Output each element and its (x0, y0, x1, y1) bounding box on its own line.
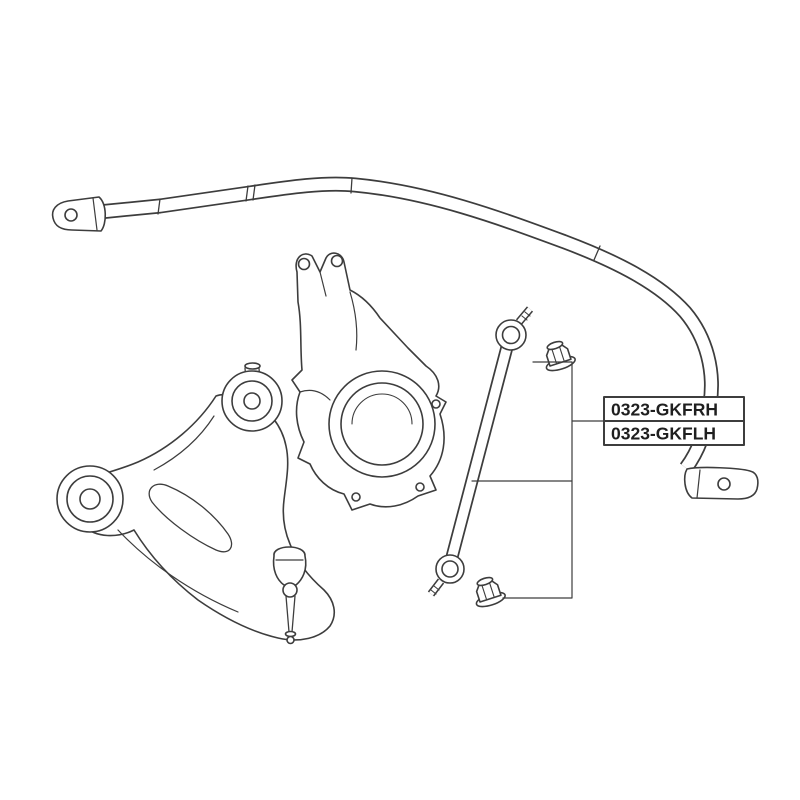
hub-bore-arc (351, 393, 413, 425)
ball-joint-boot (272, 546, 307, 586)
stabilizer-link (427, 306, 534, 597)
knuckle-bolt-hole (431, 399, 441, 409)
tube-collar-mark (350, 177, 353, 194)
tube-collar-mark (252, 184, 256, 201)
link-top-socket-inner (501, 325, 521, 345)
ball-stud-ball (282, 582, 298, 598)
rear-bushing (221, 362, 283, 432)
stabilizer-bar-left-bracket (51, 196, 107, 232)
control-arm-cutout (148, 483, 233, 553)
front-bushing (56, 465, 124, 533)
flange-nut-upper (545, 340, 576, 372)
part-number-callout: 0323-GKFRH 0323-GKFLH (603, 396, 745, 446)
knuckle-detail-line (299, 389, 331, 401)
bracket-crease (92, 197, 98, 231)
tube-collar-mark (157, 198, 161, 215)
steering-knuckle (291, 252, 447, 511)
knuckle-bolt-hole (351, 492, 361, 502)
control-arm-contour (153, 415, 215, 471)
link-bottom-socket-inner (441, 560, 459, 578)
flange-nut-lower (475, 576, 506, 608)
link-bottom-stud-threads (430, 585, 440, 595)
part-label-lh: 0323-GKFLH (611, 424, 716, 444)
knuckle-bolt-hole (415, 482, 425, 492)
stabilizer-bar-right-bracket (683, 466, 759, 500)
knuckle-bolt-hole (330, 254, 344, 268)
leader-lines (471, 361, 604, 599)
hub-bore-inner (340, 382, 424, 466)
nut-top-face (476, 576, 494, 587)
bracket-eye-hole (717, 477, 731, 491)
part-label-rh: 0323-GKFRH (611, 400, 718, 420)
tube-collar-mark (593, 245, 601, 261)
knuckle-bolt-hole (297, 257, 311, 271)
link-top-stud-threads (521, 311, 531, 321)
control-arm-contour (117, 529, 239, 613)
bracket-eye-hole (64, 208, 78, 222)
bushing-pin-top (244, 362, 261, 370)
link-top-stud-core (517, 307, 532, 324)
ball-stud-taper (285, 595, 296, 633)
ball-stud-end (286, 635, 295, 645)
part-label-box-lh (603, 420, 745, 446)
tube-collar-mark (245, 185, 249, 202)
lower-control-arm (56, 362, 336, 645)
link-rod-core (447, 345, 512, 559)
leader-polyline (502, 361, 573, 599)
bracket-crease (696, 469, 701, 499)
ball-joint (272, 546, 307, 645)
knuckle-ridge-line (349, 291, 358, 351)
nut-top-face (546, 340, 564, 351)
knuckle-fork-notch (319, 271, 327, 297)
